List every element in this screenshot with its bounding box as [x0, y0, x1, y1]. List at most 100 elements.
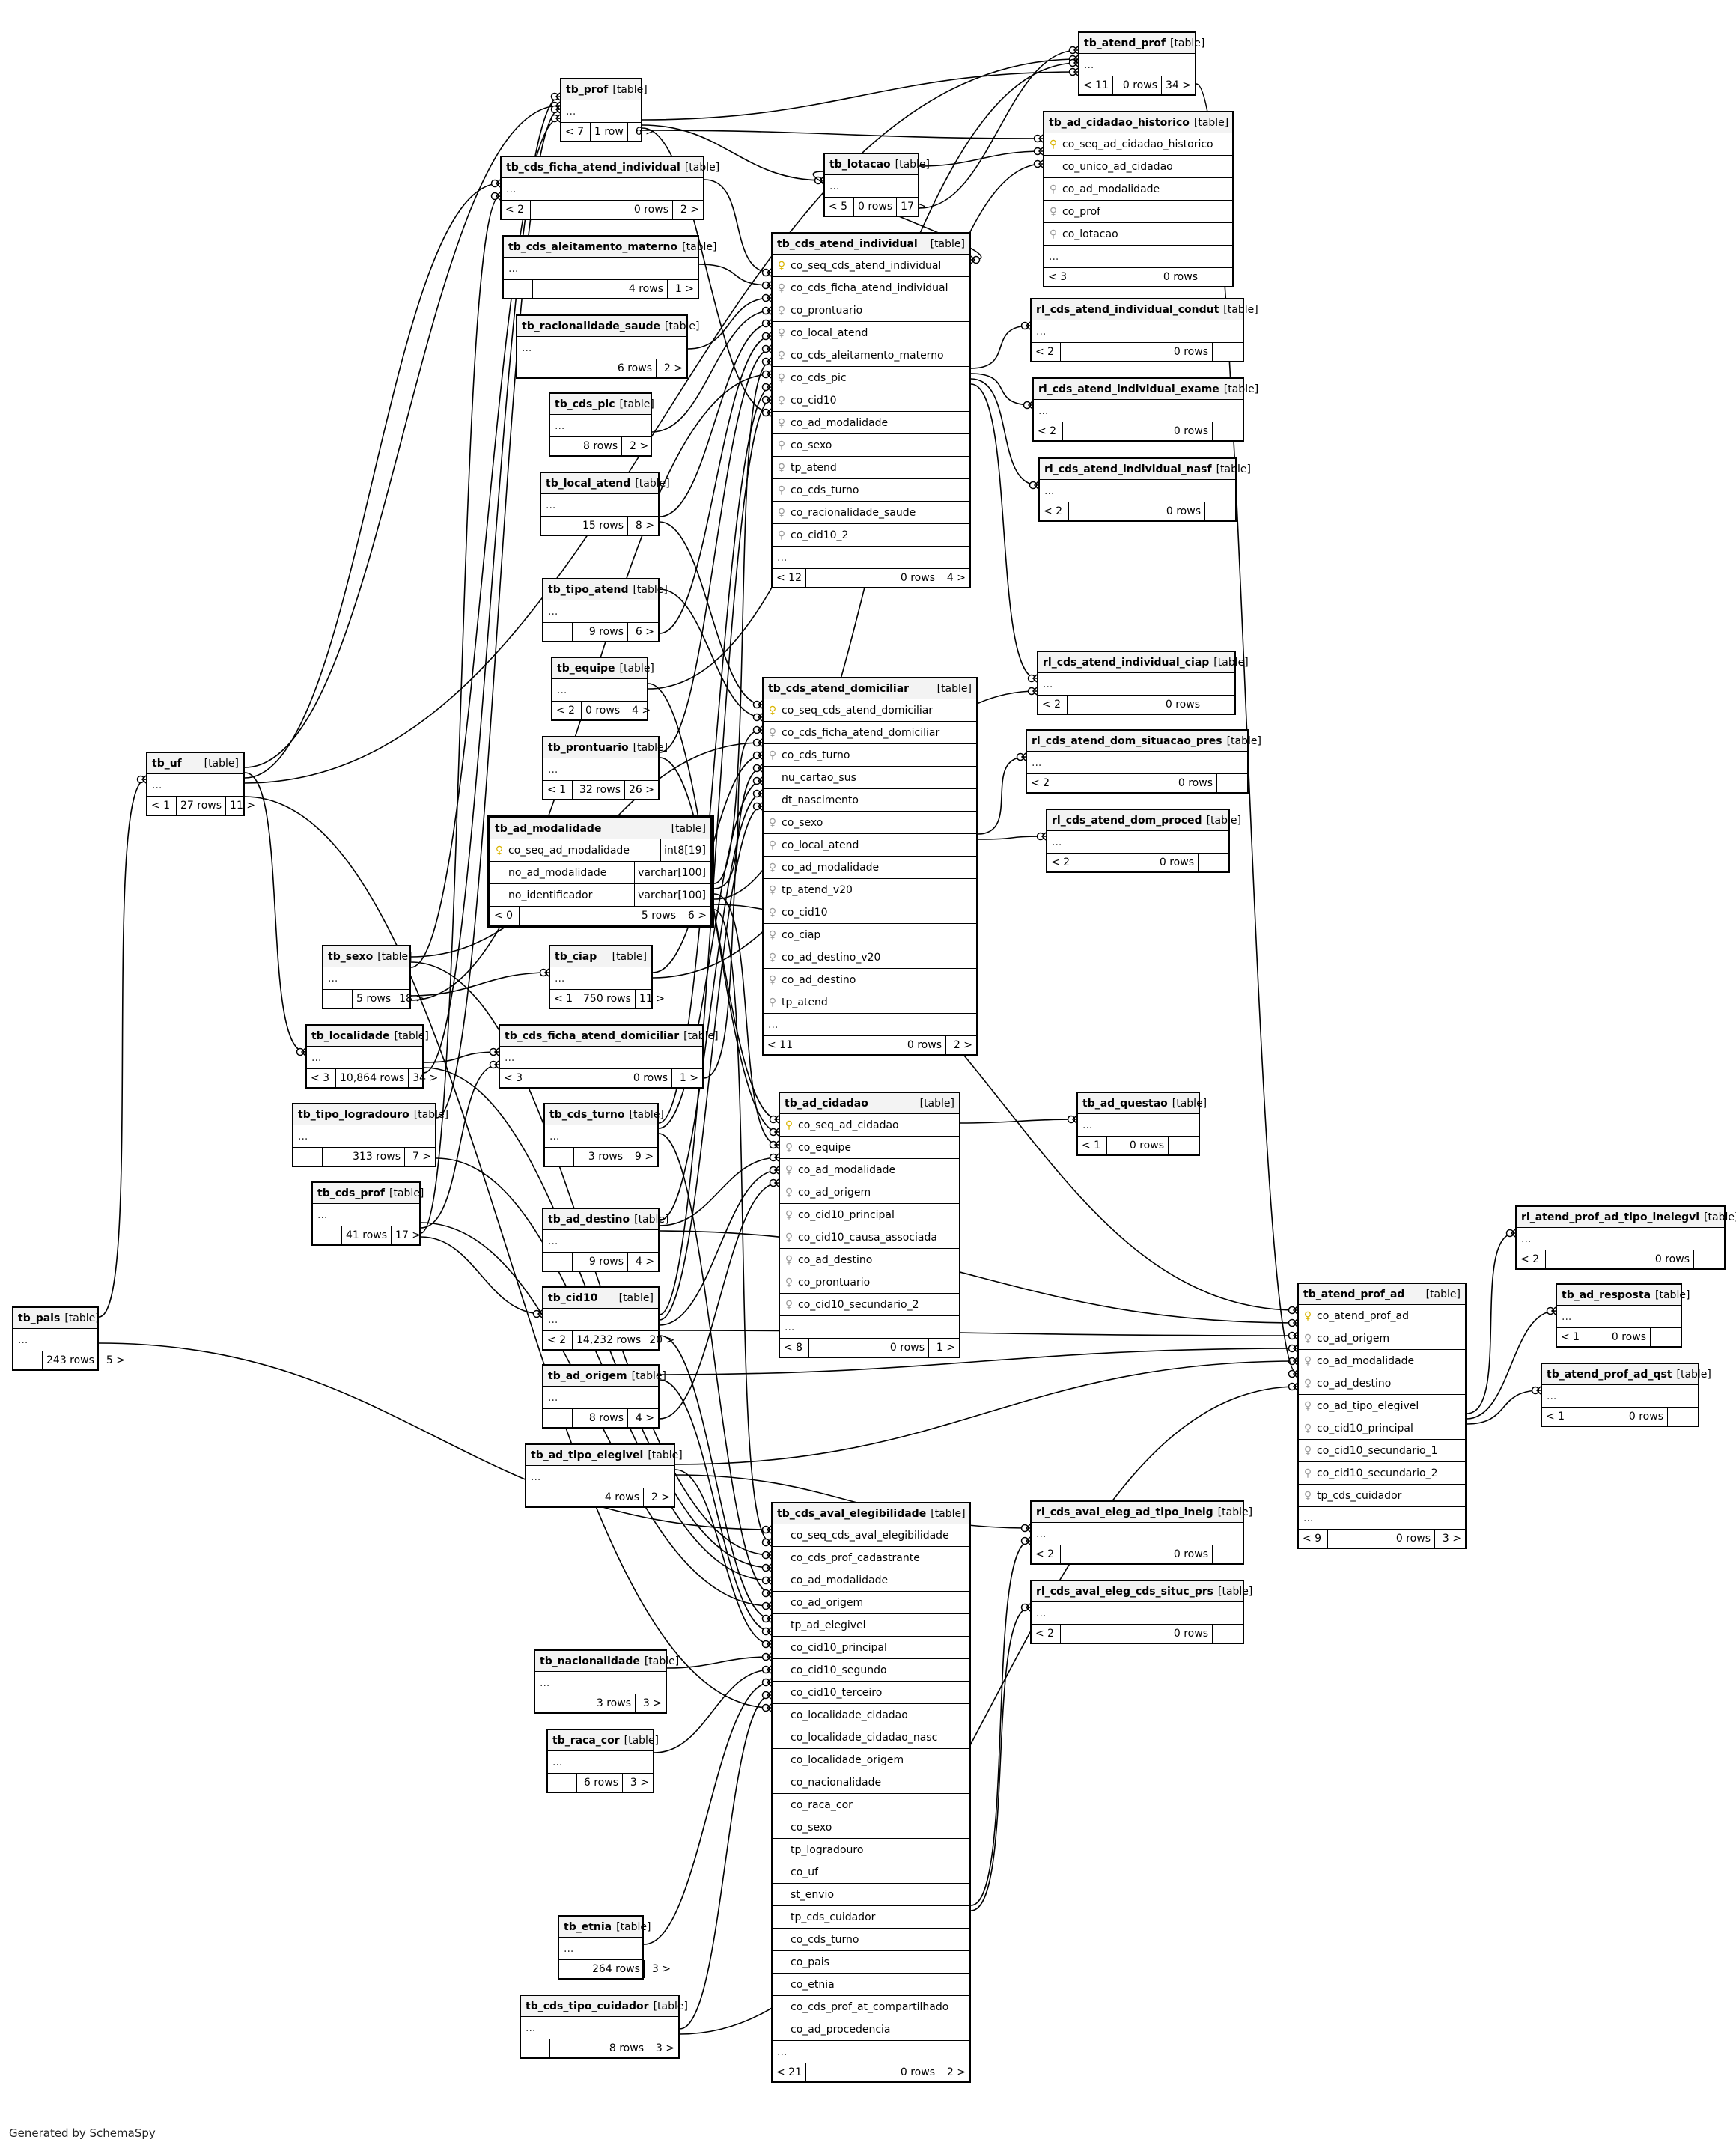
parents-count[interactable] [543, 1409, 573, 1427]
children-count[interactable] [1204, 696, 1234, 714]
column-row[interactable]: ♀co_seq_ad_cidadao_historico [1044, 133, 1232, 156]
table-header[interactable]: tb_localidade[table] [307, 1026, 429, 1047]
column-row[interactable]: ♀co_prontuario [780, 1271, 959, 1294]
column-row[interactable]: ♀co_seq_cds_atend_domiciliar [764, 699, 976, 722]
column-row[interactable]: ♀co_ad_modalidade [780, 1159, 959, 1181]
column-row[interactable]: ♀co_seq_cds_atend_individual [773, 255, 969, 277]
table-header[interactable]: tb_cds_ficha_atend_domiciliar[table] [500, 1026, 719, 1047]
children-count[interactable]: 34 > [1166, 79, 1191, 91]
children-count[interactable] [1213, 422, 1243, 440]
parents-count[interactable] [517, 359, 546, 377]
table-tb-cds-aleitamento-materno[interactable]: tb_cds_aleitamento_materno[table]...4 ro… [502, 235, 717, 299]
table-tb-cds-ficha-atend-individual[interactable]: tb_cds_ficha_atend_individual[table]...<… [500, 156, 719, 220]
children-count[interactable]: 2 > [953, 1039, 972, 1051]
column-row[interactable]: ♀co_cid10 [764, 901, 976, 924]
column-row[interactable]: ♀tp_cds_cuidador [1299, 1485, 1465, 1507]
children-count[interactable] [1213, 343, 1243, 361]
table-header[interactable]: tb_cds_pic[table] [550, 394, 654, 415]
parents-count[interactable]: < 2 [1032, 1625, 1061, 1643]
parents-count[interactable]: < 1 [543, 781, 573, 799]
parents-count[interactable]: < 1 [1557, 1328, 1586, 1346]
table-rl-cds-atend-individual-ciap[interactable]: rl_cds_atend_individual_ciap[table]...< … [1037, 651, 1249, 715]
children-count[interactable] [1694, 1250, 1724, 1268]
table-header[interactable]: tb_prof[table] [561, 79, 648, 100]
parents-count[interactable]: < 1 [147, 797, 177, 815]
column-row[interactable]: ♀co_cid10_2 [773, 524, 969, 547]
parents-count[interactable]: < 2 [1032, 1545, 1061, 1563]
column-row[interactable]: nu_cartao_sus [764, 767, 976, 789]
table-header[interactable]: rl_cds_aval_eleg_cds_situc_prs[table] [1032, 1581, 1252, 1602]
column-row[interactable]: co_localidade_cidadao_nasc [773, 1726, 969, 1749]
parents-count[interactable] [323, 990, 353, 1008]
parents-count[interactable]: < 1 [550, 990, 579, 1008]
column-row[interactable]: co_ad_origem [773, 1592, 969, 1614]
column-row[interactable]: co_seq_cds_aval_elegibilidade [773, 1524, 969, 1547]
children-count[interactable] [1213, 1625, 1243, 1643]
column-row[interactable]: ♀co_ad_modalidade [764, 857, 976, 879]
children-count[interactable]: 4 > [632, 705, 651, 716]
parents-count[interactable] [526, 1488, 555, 1506]
table-header[interactable]: tb_ad_destino[table] [543, 1209, 669, 1230]
column-row[interactable]: co_raca_cor [773, 1794, 969, 1816]
children-count[interactable]: 4 > [946, 572, 966, 584]
column-row[interactable]: ♀co_cds_turno [764, 744, 976, 767]
table-header[interactable]: tb_local_atend[table] [541, 473, 670, 494]
parents-count[interactable] [521, 2039, 550, 2057]
children-count[interactable]: 26 > [629, 784, 654, 796]
column-row[interactable]: ♀co_cid10_secundario_1 [1299, 1440, 1465, 1462]
children-count[interactable] [1217, 774, 1247, 792]
parents-count[interactable]: < 21 [773, 2063, 806, 2081]
table-header[interactable]: tb_sexo[table] [323, 946, 412, 967]
table-header[interactable]: rl_atend_prof_ad_tipo_inelegvl[table] [1517, 1207, 1736, 1228]
parents-count[interactable]: < 2 [552, 702, 582, 719]
parents-count[interactable]: < 11 [1079, 76, 1113, 94]
children-count[interactable]: 2 > [630, 440, 649, 452]
table-header[interactable]: tb_ad_questao[table] [1078, 1093, 1207, 1114]
parents-count[interactable]: < 2 [1038, 696, 1068, 714]
table-tb-ad-modalidade[interactable]: tb_ad_modalidade[table]♀co_seq_ad_modali… [487, 815, 714, 928]
table-header[interactable]: rl_cds_atend_individual_exame[table] [1034, 379, 1258, 400]
children-count[interactable]: 4 > [635, 1256, 654, 1268]
parents-count[interactable] [550, 437, 579, 455]
parents-count[interactable]: < 3 [1044, 268, 1073, 286]
table-header[interactable]: tb_ad_tipo_elegivel[table] [526, 1445, 683, 1466]
children-count[interactable] [1213, 1545, 1243, 1563]
children-count[interactable]: 1 > [674, 283, 694, 295]
table-rl-cds-atend-individual-exame[interactable]: rl_cds_atend_individual_exame[table]...<… [1032, 377, 1258, 442]
column-row[interactable]: st_envio [773, 1884, 969, 1906]
table-header[interactable]: tb_atend_prof_ad[table] [1299, 1284, 1465, 1305]
parents-count[interactable] [543, 1253, 573, 1271]
parents-count[interactable]: < 2 [1032, 343, 1061, 361]
table-header[interactable]: tb_uf[table] [147, 753, 243, 774]
column-row[interactable]: co_unico_ad_cidadao [1044, 156, 1232, 178]
table-header[interactable]: tb_cds_aleitamento_materno[table] [504, 237, 717, 258]
table-header[interactable]: rl_cds_atend_dom_situacao_pres[table] [1027, 731, 1261, 752]
children-count[interactable]: 3 > [655, 2042, 674, 2054]
parents-count[interactable] [559, 1960, 588, 1978]
column-row[interactable]: ♀co_seq_ad_cidadao [780, 1114, 959, 1137]
table-header[interactable]: tb_ciap[table] [550, 946, 651, 967]
children-count[interactable]: 6 > [687, 910, 707, 922]
parents-count[interactable]: < 3 [307, 1069, 336, 1087]
column-row[interactable]: ♀co_ad_destino [1299, 1372, 1465, 1395]
table-header[interactable]: tb_ad_origem[table] [543, 1366, 666, 1387]
children-count[interactable]: 20 > [649, 1334, 675, 1346]
children-count[interactable] [1202, 268, 1232, 286]
parents-count[interactable] [293, 1148, 323, 1166]
table-header[interactable]: tb_cds_aval_elegibilidade[table] [773, 1503, 969, 1524]
table-header[interactable]: tb_racionalidade_saude[table] [517, 316, 699, 337]
column-row[interactable]: ♀co_racionalidade_saude [773, 502, 969, 524]
table-header[interactable]: tb_cds_ficha_atend_individual[table] [502, 157, 719, 178]
table-header[interactable]: tb_cds_atend_individual[table] [773, 234, 969, 255]
